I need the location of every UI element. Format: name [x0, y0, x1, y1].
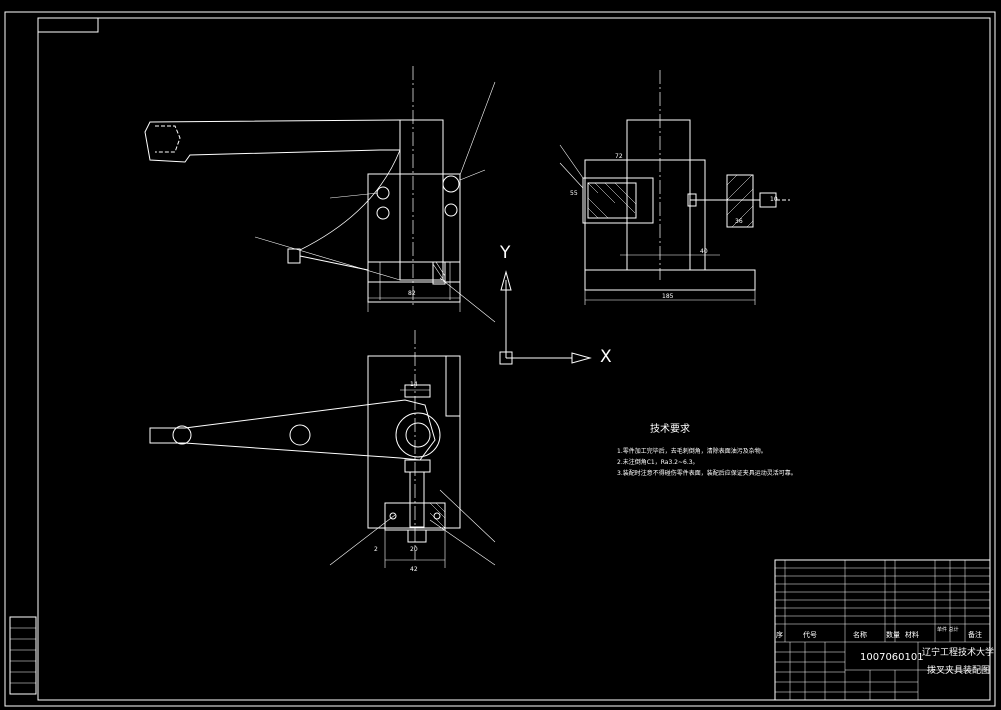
tech-requirements-title: 技术要求: [650, 424, 690, 435]
side-view: [559, 70, 790, 305]
drawing-name: 拨叉夹具装配图: [927, 666, 991, 676]
dim-side-72: 72: [615, 153, 623, 160]
left-margin-table: [9, 616, 37, 695]
dim-side-55: 55: [570, 190, 578, 197]
front-view: [144, 66, 496, 323]
bom-header-material: 材料: [905, 631, 919, 639]
axis-x-label: X: [600, 347, 612, 367]
bom-header-remark: 备注: [968, 631, 982, 639]
dim-front-width: 82: [408, 290, 416, 297]
inner-frame: [37, 17, 991, 701]
title-block: [774, 559, 991, 701]
tech-requirement-1: 1.零件加工完毕后，去毛刺倒角，清除表面油污及杂物。: [617, 448, 767, 455]
tech-requirement-2: 2.未注倒角C1，Ra3.2~6.3。: [617, 459, 699, 466]
coordinate-axes: [499, 270, 592, 365]
dim-side-10: 10: [770, 196, 778, 203]
drawing-number: 1007060101: [860, 652, 924, 663]
bom-header-weight: 单件 总计: [937, 627, 959, 633]
tech-requirement-3: 3.装配时注意不得碰伤零件表面，装配后应保证夹具运动灵活可靠。: [617, 470, 797, 477]
dim-side-width: 185: [662, 293, 674, 300]
bom-header-code: 代号: [803, 631, 817, 639]
top-view: [149, 330, 496, 568]
dim-side-40: 40: [700, 248, 708, 255]
bom-header-qty: 数量: [886, 631, 900, 639]
outer-frame: [4, 11, 996, 707]
dim-side-36: 36: [735, 218, 743, 225]
dim-top-14: 14: [410, 381, 418, 388]
top-left-box: [37, 17, 99, 33]
dim-top-2: 2: [374, 546, 378, 553]
bom-header-seq: 序: [776, 631, 783, 639]
bom-header-name: 名称: [853, 631, 867, 639]
school-name: 辽宁工程技术大学: [922, 648, 995, 658]
axis-y-label: Y: [500, 243, 511, 263]
dim-top-42: 42: [410, 566, 418, 573]
dim-top-20: 20: [410, 546, 418, 553]
